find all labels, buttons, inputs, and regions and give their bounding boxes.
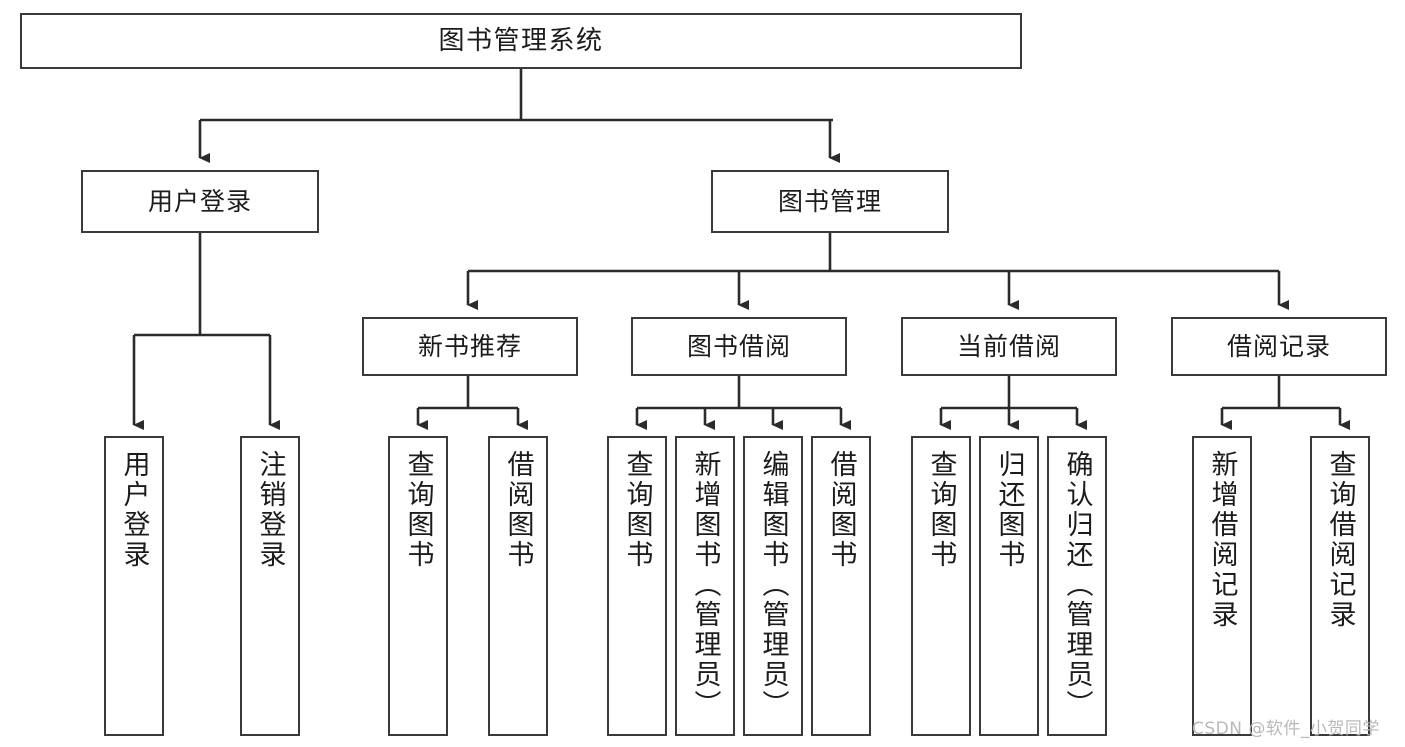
leaf-borrow-add-book-admin[interactable]: 新增图书（管理员） bbox=[675, 436, 735, 736]
leaf-record-add-record[interactable]: 新增借阅记录 bbox=[1192, 436, 1252, 736]
leaf-recommend-borrow-book[interactable]: 借阅图书 bbox=[488, 436, 548, 736]
node-new-book-recommend[interactable]: 新书推荐 bbox=[362, 317, 578, 376]
node-label: 编辑图书（管理员） bbox=[757, 450, 789, 720]
leaf-recommend-query-book[interactable]: 查询图书 bbox=[388, 436, 448, 736]
leaf-current-confirm-return-admin[interactable]: 确认归还（管理员） bbox=[1047, 436, 1107, 736]
node-root-system[interactable]: 图书管理系统 bbox=[20, 13, 1022, 69]
leaf-current-query-book[interactable]: 查询图书 bbox=[911, 436, 971, 736]
node-label: 注销登录 bbox=[254, 450, 286, 570]
leaf-borrow-query-book[interactable]: 查询图书 bbox=[607, 436, 667, 736]
node-book-management[interactable]: 图书管理 bbox=[711, 170, 949, 233]
node-label: 当前借阅 bbox=[956, 331, 1061, 361]
node-borrow-record[interactable]: 借阅记录 bbox=[1171, 317, 1387, 376]
node-label: 借阅记录 bbox=[1226, 331, 1331, 361]
node-label: 图书管理系统 bbox=[438, 25, 604, 56]
node-label: 查询图书 bbox=[402, 450, 434, 570]
node-label: 查询借阅记录 bbox=[1324, 450, 1356, 630]
node-book-borrow[interactable]: 图书借阅 bbox=[631, 317, 847, 376]
node-label: 图书管理 bbox=[777, 186, 882, 216]
leaf-current-return-book[interactable]: 归还图书 bbox=[979, 436, 1039, 736]
leaf-borrow-edit-book-admin[interactable]: 编辑图书（管理员） bbox=[743, 436, 803, 736]
node-label: 借阅图书 bbox=[502, 450, 534, 570]
node-label: 借阅图书 bbox=[825, 450, 857, 570]
leaf-borrow-borrow-book[interactable]: 借阅图书 bbox=[811, 436, 871, 736]
leaf-record-query-record[interactable]: 查询借阅记录 bbox=[1310, 436, 1370, 736]
node-label: 新增借阅记录 bbox=[1206, 450, 1238, 630]
node-label: 查询图书 bbox=[621, 450, 653, 570]
node-label: 归还图书 bbox=[993, 450, 1025, 570]
node-label: 新书推荐 bbox=[417, 331, 522, 361]
leaf-user-login-logout[interactable]: 注销登录 bbox=[240, 436, 300, 736]
node-label: 确认归还（管理员） bbox=[1061, 450, 1093, 720]
node-label: 图书借阅 bbox=[686, 331, 791, 361]
node-user-login[interactable]: 用户登录 bbox=[81, 170, 319, 233]
node-label: 查询图书 bbox=[925, 450, 957, 570]
node-label: 新增图书（管理员） bbox=[689, 450, 721, 720]
node-label: 用户登录 bbox=[118, 450, 150, 570]
node-current-borrow[interactable]: 当前借阅 bbox=[901, 317, 1117, 376]
leaf-user-login-login[interactable]: 用户登录 bbox=[104, 436, 164, 736]
node-label: 用户登录 bbox=[147, 186, 252, 216]
